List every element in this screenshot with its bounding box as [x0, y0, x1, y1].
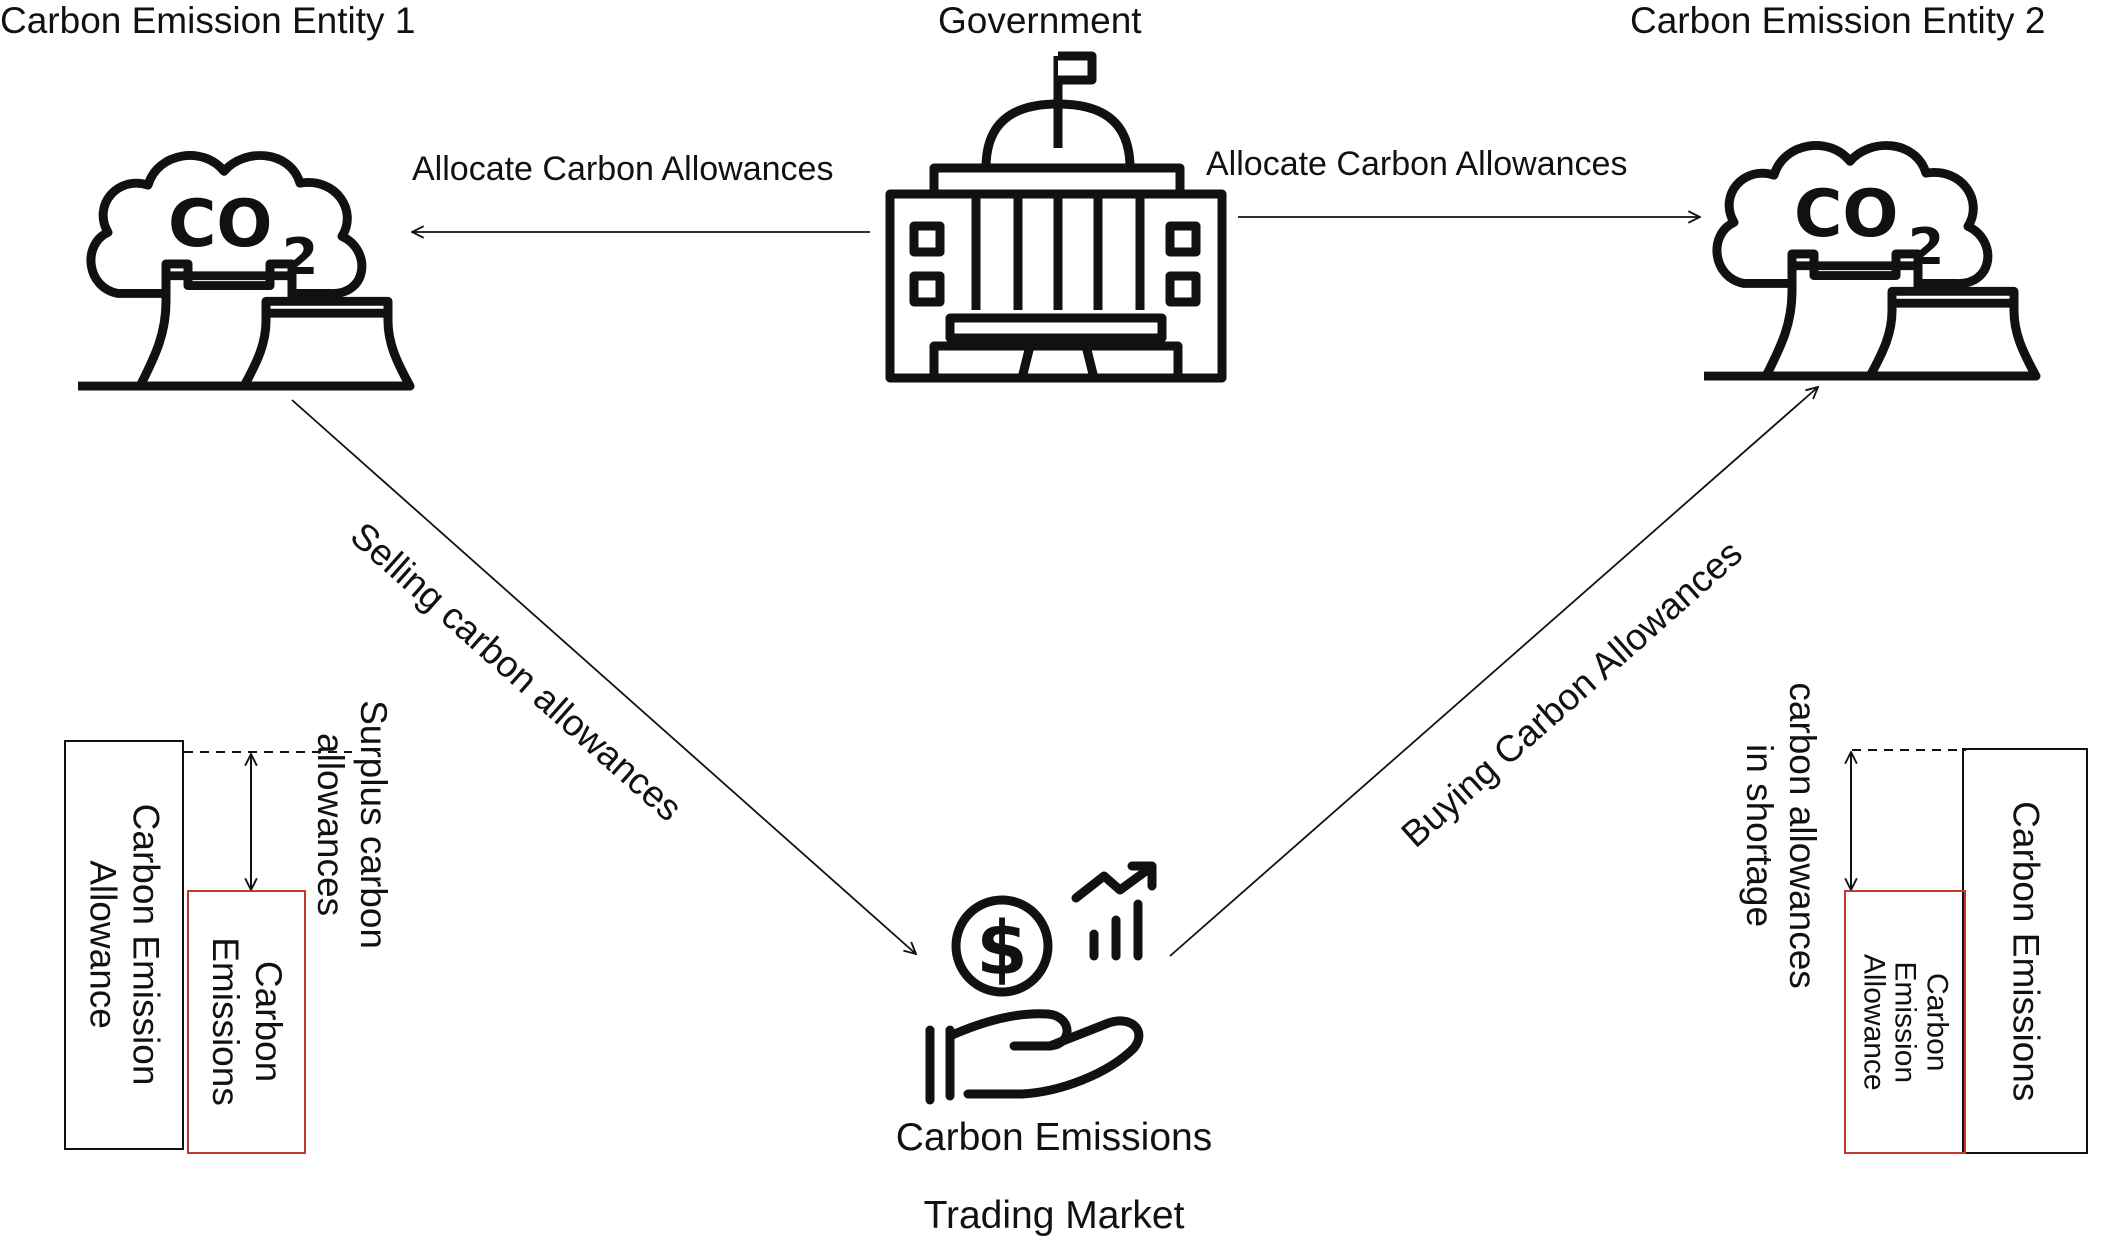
market-title-line1: Carbon Emissions: [895, 1116, 1213, 1159]
market-title-line2: Trading Market: [923, 1194, 1185, 1237]
right-allowance-box: [1844, 890, 1966, 1154]
left-allowance-box: [64, 740, 184, 1150]
entity1-title: Carbon Emission Entity 1: [0, 0, 416, 41]
left-emissions-box: [187, 890, 306, 1154]
edge-label-gov-to-entity1: Allocate Carbon Allowances: [412, 150, 834, 188]
right-emissions-box: [1962, 748, 2088, 1154]
right-difference-indicator: [1851, 749, 1966, 890]
left-emissions-label: Carbon Emissions: [205, 937, 290, 1107]
right-emissions-label: Carbon Emissions: [2005, 800, 2047, 1102]
edge-label-gov-to-entity2: Allocate Carbon Allowances: [1206, 145, 1628, 183]
left-difference-indicator: [184, 751, 352, 890]
edge-market-to-entity2: [1169, 387, 1818, 957]
entity1-co2-factory-icon: [78, 155, 410, 386]
left-allowance-label: Carbon Emission Allowance: [83, 804, 167, 1086]
entity2-co2-factory-icon: [1704, 145, 2036, 376]
right-allowance-label: Carbon Emission Allowance: [1857, 953, 1954, 1091]
money-hand-growth-icon: $: [925, 861, 1157, 1105]
right-difference-label: carbon allowances in shortage: [1739, 682, 1823, 990]
government-title: Government: [938, 0, 1142, 41]
entity2-title: Carbon Emission Entity 2: [1630, 0, 2046, 41]
edge-entity1-to-market: [291, 399, 916, 954]
svg-text:$: $: [976, 906, 1028, 992]
government-building-icon: [885, 51, 1227, 383]
left-difference-label: Surplus carbon allowances: [310, 700, 394, 950]
